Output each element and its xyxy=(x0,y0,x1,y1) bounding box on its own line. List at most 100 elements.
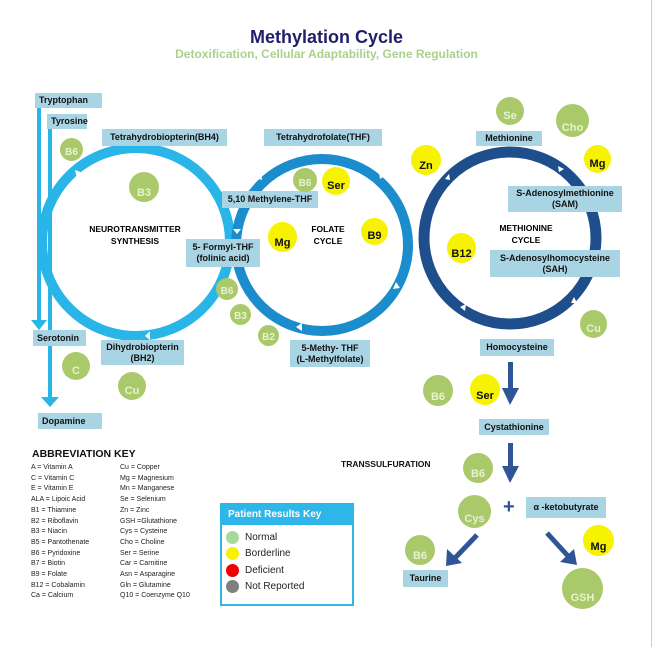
tyrosine-label: Tyrosine xyxy=(47,114,88,129)
page-edge-rule xyxy=(651,0,652,647)
abbr-item: Cho = Choline xyxy=(120,538,165,546)
page-title: Methylation Cycle xyxy=(249,27,404,47)
methionine-label: Methionine xyxy=(476,131,542,146)
not-reported-dot-icon xyxy=(226,580,239,594)
abbr-item: B3 = Niacin xyxy=(31,528,67,536)
abbreviation-key-left-column: A = Vitamin A C = Vitamin C E = Vitamin … xyxy=(31,463,89,602)
deficient-dot-icon xyxy=(226,563,239,577)
abbr-item: Se = Selenium xyxy=(120,496,166,504)
nutrient-b6-nt: B6 xyxy=(60,138,83,161)
normal-dot-icon xyxy=(226,530,239,544)
nutrient-mg-gsh: Mg xyxy=(583,525,614,556)
abbreviation-key-right-column: Cu = Copper Mg = Magnesium Mn = Manganes… xyxy=(120,463,190,602)
abbr-item: B12 = Cobalamin xyxy=(31,581,85,589)
sah-line2: (SAH) xyxy=(542,263,568,274)
folate-name-line2: CYCLE xyxy=(313,236,343,246)
abbr-item: B6 = Pyridoxine xyxy=(31,549,81,557)
cys-taurine-arrow xyxy=(446,533,479,566)
abbr-item: Gln = Glutamine xyxy=(120,581,171,589)
methyl-thf-label: 5-Methy- THF (L-Methylfolate) xyxy=(290,340,370,367)
bh2-label: Dihydrobiopterin (BH2) xyxy=(101,340,184,365)
nutrient-b9-folate: B9 xyxy=(361,218,388,245)
legend-item-not-reported: Not Reported xyxy=(222,579,352,596)
methyl-thf-line1: 5-Methy- THF xyxy=(301,342,359,353)
bh4-label: Tetrahydrobiopterin(BH4) xyxy=(102,129,227,146)
nutrient-b6-mid: B6 xyxy=(216,278,238,300)
nutrient-b6-folate: B6 xyxy=(293,168,317,192)
serotonin-label: Serotonin xyxy=(33,330,86,346)
folate-name-line1: FOLATE xyxy=(311,224,345,234)
legend-item-deficient: Deficient xyxy=(222,562,352,579)
nutrient-b3-nt: B3 xyxy=(129,172,159,202)
nutrient-zn-met: Zn xyxy=(411,145,441,175)
cystathionine-label: Cystathionine xyxy=(479,419,549,435)
dopamine-label: Dopamine xyxy=(38,413,102,429)
transsulfuration-title: TRANSSULFURATION xyxy=(341,459,431,469)
sah-label: S-Adenosylhomocysteine (SAH) xyxy=(490,250,620,277)
abbr-item: ALA = Lipoic Acid xyxy=(31,496,86,504)
abbr-item: Asn = Asparagine xyxy=(120,571,176,579)
methionine-cycle-name: METHIONINE CYCLE xyxy=(490,222,562,246)
methionine-name-line1: METHIONINE xyxy=(499,223,553,233)
patient-results-key-title: Patient Results Key xyxy=(222,505,352,525)
neurotransmitter-name-line2: SYNTHESIS xyxy=(110,236,160,246)
abbr-item: Ser = Serine xyxy=(120,549,160,557)
neurotransmitter-cycle-name: NEUROTRANSMITTER SYNTHESIS xyxy=(80,223,190,247)
methionine-ring xyxy=(418,146,602,330)
nutrient-b6-hcy: B6 xyxy=(423,375,453,406)
bh2-line2: (BH2) xyxy=(130,352,155,363)
nutrient-b6-taurine: B6 xyxy=(405,535,435,565)
methyl-thf-line2: (L-Methylfolate) xyxy=(296,353,364,364)
abbr-item: Mn = Manganese xyxy=(120,485,175,493)
abbr-item: C = Vitamin C xyxy=(31,474,75,482)
sah-line1: S-Adenosylhomocysteine xyxy=(499,252,611,263)
patient-results-key: Patient Results Key Normal Borderline De… xyxy=(220,503,354,606)
formyl-thf-line2: (folinic acid) xyxy=(196,253,250,263)
legend-label: Normal xyxy=(245,531,278,543)
abbreviation-key-title: ABBREVIATION KEY xyxy=(32,448,136,460)
ketobutyrate-gsh-arrow xyxy=(545,531,577,565)
ketobutyrate-label: α -ketobutyrate xyxy=(526,497,606,518)
nutrient-mg-folate: Mg xyxy=(268,222,297,252)
neurotransmitter-name-line1: NEUROTRANSMITTER xyxy=(89,224,181,234)
nutrient-b12-met: B12 xyxy=(447,233,476,263)
taurine-label: Taurine xyxy=(403,570,448,587)
abbr-item: Ca = Calcium xyxy=(31,592,74,600)
sam-line2: (SAM) xyxy=(552,199,578,209)
legend-label: Not Reported xyxy=(245,581,305,593)
page-subtitle: Detoxification, Cellular Adaptability, G… xyxy=(175,47,478,61)
abbr-item: B2 = Riboflavin xyxy=(31,517,79,525)
methylene-thf-label: 5,10 Methylene-THF xyxy=(222,191,318,208)
legend-item-normal: Normal xyxy=(222,529,352,546)
nutrient-b2-mid: B2 xyxy=(258,325,279,346)
abbr-item: Mg = Magnesium xyxy=(120,474,174,482)
legend-label: Deficient xyxy=(245,564,284,576)
abbr-item: GSH =Glutathione xyxy=(120,517,178,525)
formyl-thf-line1: 5- Formyl-THF xyxy=(192,242,254,252)
methionine-name-line2: CYCLE xyxy=(511,235,541,245)
sam-label: S-Adenosylmethionine (SAM) xyxy=(508,186,622,212)
nutrient-cu-met: Cu xyxy=(580,310,607,338)
sam-line1: S-Adenosylmethionine xyxy=(516,188,614,198)
abbr-item: Zn = Zinc xyxy=(120,506,150,514)
homocysteine-label: Homocysteine xyxy=(480,339,554,356)
abbr-item: B9 = Folate xyxy=(31,571,67,579)
abbr-item: Cys = Cysteine xyxy=(120,528,168,536)
abbr-item: A = Vitamin A xyxy=(31,464,73,471)
nutrient-cu-nt: Cu xyxy=(118,372,146,400)
legend-label: Borderline xyxy=(245,548,291,560)
nutrient-gsh: GSH xyxy=(562,568,603,609)
legend-item-borderline: Borderline xyxy=(222,546,352,563)
nutrient-ser-folate: Ser xyxy=(322,167,350,195)
nutrient-cho-met: Cho xyxy=(556,104,589,137)
abbr-item: E = Vitamin E xyxy=(31,485,74,493)
nutrient-mg-met: Mg xyxy=(584,145,611,173)
cystathionine-split-arrow xyxy=(502,443,519,483)
abbr-item: B5 = Pantothenate xyxy=(31,538,90,546)
tryptophan-label: Tryptophan xyxy=(35,93,102,108)
bh2-line1: Dihydrobiopterin xyxy=(106,341,179,352)
nutrient-c-nt: C xyxy=(62,352,90,380)
nutrient-se-met: Se xyxy=(496,97,524,125)
formyl-thf-label: 5- Formyl-THF (folinic acid) xyxy=(186,239,260,267)
